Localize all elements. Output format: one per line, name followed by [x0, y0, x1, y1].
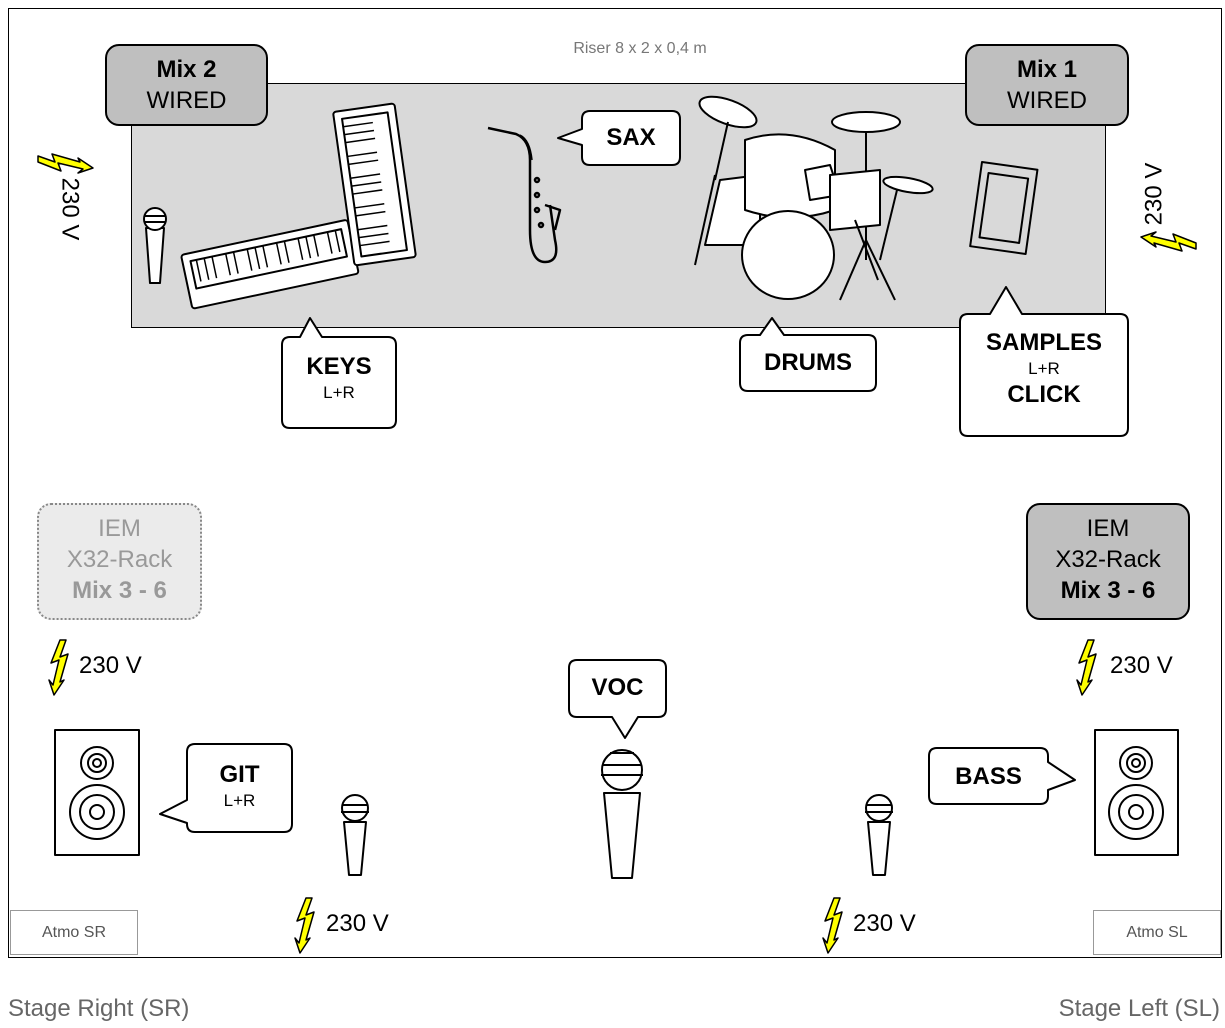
voc-label: VOC — [591, 674, 644, 701]
sax-bubble — [557, 110, 681, 166]
drums-icon — [694, 95, 934, 301]
samples-sub: L+R — [1028, 359, 1060, 378]
stage-left-label: Stage Left (SL) — [1058, 995, 1220, 1022]
iem-left-box: IEM X32-Rack Mix 3 - 6 — [37, 503, 202, 620]
mix1-box: Mix 1 WIRED — [965, 44, 1129, 126]
voltage-front-left: 230 V — [79, 652, 142, 679]
iem-right-l2: X32-Rack — [1055, 546, 1161, 573]
samples-bubble — [959, 286, 1129, 437]
keys-text: KEYS L+R — [282, 352, 396, 404]
keys-sub: L+R — [323, 383, 355, 402]
atmo-sr: Atmo SR — [10, 910, 138, 955]
saxophone-icon — [487, 126, 562, 264]
keyboard-icon — [180, 219, 360, 310]
iem-left-l3: Mix 3 - 6 — [72, 577, 167, 604]
riser-label: Riser 8 x 2 x 0,4 m — [573, 40, 707, 57]
git-label: GIT — [219, 761, 260, 788]
mix2-box: Mix 2 WIRED — [105, 44, 268, 126]
mix2-title: Mix 2 — [156, 56, 217, 83]
keys-label: KEYS — [306, 353, 372, 380]
microphone-icon — [143, 207, 167, 284]
bass-label: BASS — [955, 763, 1022, 790]
git-text: GIT L+R — [187, 760, 292, 812]
bass-bubble — [928, 747, 1076, 805]
samples-click: CLICK — [1007, 381, 1081, 408]
sax-label: SAX — [606, 124, 656, 151]
sampler-icon — [969, 161, 1039, 255]
mix1-title: Mix 1 — [1016, 56, 1078, 83]
mix1-sub: WIRED — [1007, 87, 1087, 114]
drums-bubble — [739, 317, 877, 392]
voc-bubble — [568, 659, 667, 739]
voltage-floor-left: 230 V — [326, 910, 389, 937]
iem-right-l3: Mix 3 - 6 — [1060, 577, 1156, 604]
stage-right-label: Stage Right (SR) — [8, 995, 190, 1022]
iem-right-l1: IEM — [1086, 515, 1130, 542]
samples-text: SAMPLES L+R CLICK — [960, 328, 1128, 410]
iem-right-box: IEM X32-Rack Mix 3 - 6 — [1026, 503, 1190, 620]
voltage-front-right: 230 V — [1110, 652, 1173, 679]
speaker-icon — [54, 729, 140, 856]
git-bubble — [159, 743, 293, 833]
drums-label: DRUMS — [764, 349, 852, 376]
microphone-icon — [601, 749, 643, 879]
git-sub: L+R — [223, 791, 256, 810]
microphone-icon — [865, 794, 893, 876]
samples-label: SAMPLES — [985, 329, 1102, 356]
voltage-floor-right: 230 V — [853, 910, 916, 937]
iem-left-l2: X32-Rack — [66, 546, 173, 573]
iem-left-l1: IEM — [98, 515, 141, 542]
microphone-icon — [341, 794, 369, 876]
keyboard-icon — [332, 102, 417, 267]
speaker-icon — [1094, 729, 1179, 856]
atmo-sl: Atmo SL — [1093, 910, 1221, 955]
keys-bubble — [281, 317, 397, 429]
mix2-sub: WIRED — [146, 87, 227, 114]
